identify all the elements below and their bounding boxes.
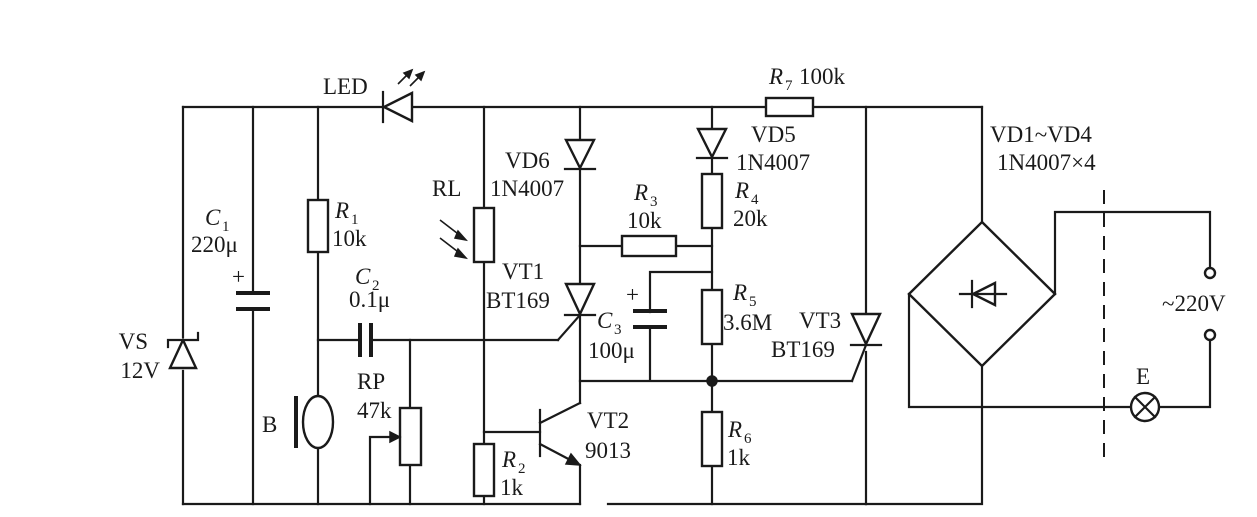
r3-label: R [633,180,648,205]
mains-terminals[interactable] [1203,266,1217,342]
diode-vd6 [563,138,597,171]
vt2-label: VT2 [587,408,629,433]
lamp-label: E [1136,364,1150,389]
c2-value: 0.1μ [349,287,390,312]
photoresistor-rl [439,206,496,264]
r1-value: 10k [332,226,367,251]
c1-label-sub: 1 [222,219,230,235]
c2-label: C [355,264,371,289]
bridge-rectifier [907,220,1057,368]
r5-label-sub: 5 [749,294,757,310]
r3-label-sub: 3 [650,194,658,210]
lamp-e [1129,391,1161,423]
b-label: B [262,412,277,437]
resistor-r6 [700,410,724,468]
resistor-r5 [700,288,724,346]
r2-label: R [501,447,516,472]
vd6-label: VD6 [505,148,550,173]
vs-label: VS [119,329,148,354]
resistor-r7 [764,96,815,118]
r7-label: R [768,64,783,89]
r2-value: 1k [500,475,524,500]
rl-label: RL [432,176,461,201]
resistor-r1 [306,198,330,254]
r6-label-sub: 6 [744,431,752,447]
resistor-r2 [472,442,496,498]
potentiometer-rp [389,406,423,467]
r4-label: R [734,178,749,203]
transistor-vt2 [538,401,582,466]
vd5-value: 1N4007 [736,150,810,175]
bridge-value: 1N4007×4 [997,150,1096,175]
r5-label: R [732,280,747,305]
r6-value: 1k [727,445,751,470]
rp-value: 47k [357,398,392,423]
c3-value: 100μ [588,338,635,363]
r7-label-sub: 7 [785,78,793,94]
diode-vd5 [695,127,729,160]
led [381,68,426,124]
capacitor-c2 [358,323,373,357]
c2-label-sub: 2 [372,278,380,294]
wires [181,105,1212,506]
vd6-value: 1N4007 [490,176,564,201]
capacitor-c1 [236,291,270,311]
vt1-label: VT1 [502,259,544,284]
r3-value: 10k [627,208,662,233]
junction-node [706,375,718,387]
c3-polarity: + [626,282,639,307]
resistor-r3 [620,234,678,258]
c1-value: 220μ [191,232,238,257]
vt3-value: BT169 [771,337,835,362]
vd5-label: VD5 [751,122,796,147]
capacitor-c3 [633,309,667,329]
r6-label: R [727,417,742,442]
r4-label-sub: 4 [751,192,759,208]
vt3-label: VT3 [799,308,841,333]
r5-value: 3.6M [723,310,772,335]
r1-label: R [334,198,349,223]
c1-polarity: + [232,264,245,289]
rp-label: RP [357,369,385,394]
resistor-r4 [700,172,724,230]
c1-label: C [205,205,221,230]
vt1-value: BT169 [486,288,550,313]
vt2-value: 9013 [585,438,631,463]
r4-value: 20k [733,206,768,231]
mains-value: ~220V [1162,291,1226,316]
zener-diode-vs [166,331,200,370]
led-label: LED [323,74,368,99]
r2-label-sub: 2 [518,461,526,477]
c3-label-sub: 3 [614,322,622,338]
bridge-label: VD1~VD4 [990,122,1092,147]
r7-value: 100k [799,64,846,89]
thyristor-vt3 [849,312,883,383]
vs-value: 12V [120,358,160,383]
r1-label-sub: 1 [351,212,359,228]
microphone-b [294,394,335,450]
thyristor-vt1 [556,282,597,342]
c3-label: C [597,308,613,333]
